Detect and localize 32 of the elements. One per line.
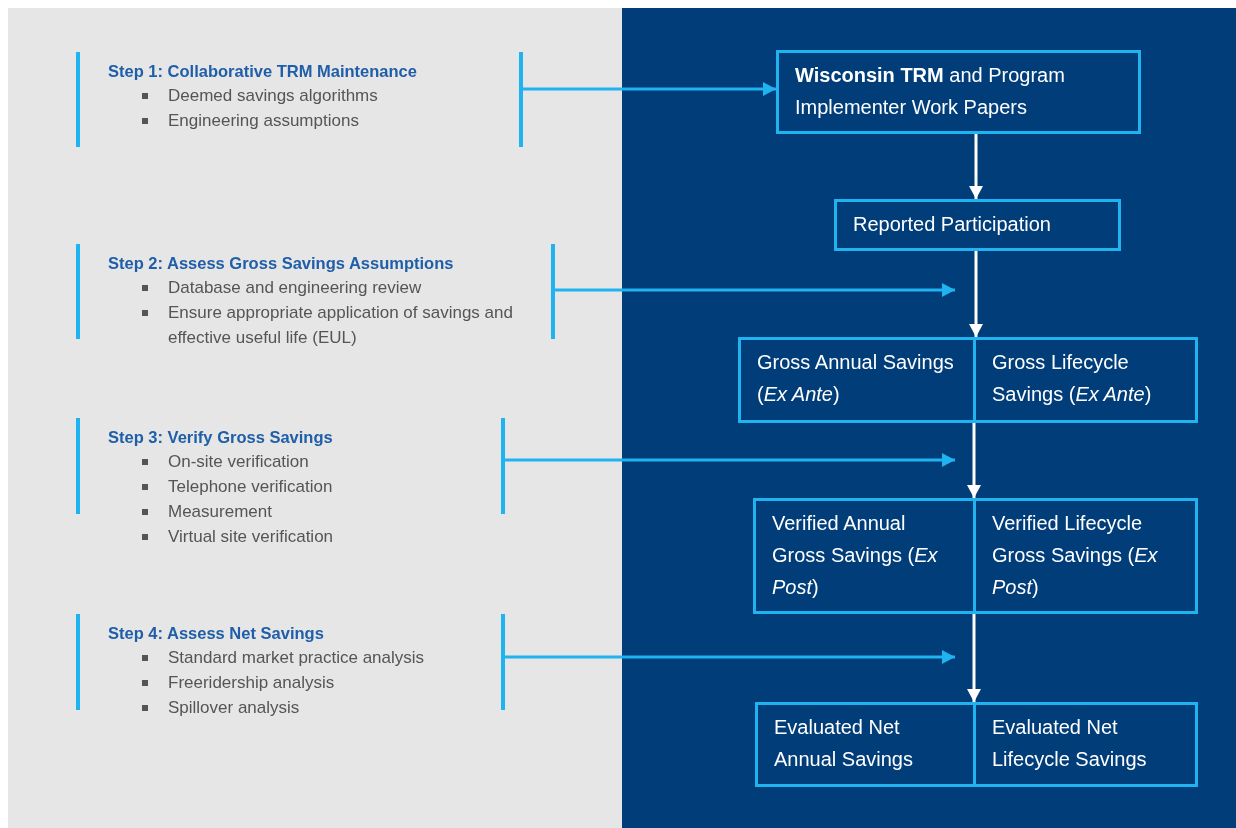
step-heading: Step 1: Collaborative TRM Maintenance	[108, 62, 417, 81]
bullet-text: On-site verification	[168, 451, 309, 473]
flow-box: Reported Participation	[834, 199, 1121, 251]
bullet-text: Engineering assumptions	[168, 110, 359, 132]
bullet-text: Ensure appropriate application of savings and effective useful life (EUL)	[168, 302, 514, 349]
bullet-text: Deemed savings algorithms	[168, 85, 378, 107]
flow-box: Evaluated Net Lifecycle Savings	[976, 702, 1198, 787]
arrow	[555, 283, 955, 297]
bullet-text: Telephone verification	[168, 476, 333, 498]
flow-box: Wisconsin TRM and Program Implementer Work Papers	[776, 50, 1141, 134]
step-heading: Step 3: Verify Gross Savings	[108, 428, 333, 447]
bullet-text: Standard market practice analysis	[168, 647, 425, 669]
step-heading: Step 2: Assess Gross Savings Assumptions	[108, 254, 454, 273]
flow-box: Gross Lifecycle Savings (Ex Ante)	[976, 337, 1198, 423]
arrow	[967, 423, 981, 498]
arrow	[505, 650, 955, 664]
arrow	[967, 614, 981, 702]
flow-box: Verified Lifecycle Gross Savings (Ex Post)	[976, 498, 1198, 614]
flow-box: Evaluated Net Annual Savings	[755, 702, 976, 787]
bracketed-step	[76, 52, 523, 147]
arrow	[523, 82, 776, 96]
bullet-text: Virtual site verification	[168, 526, 334, 548]
arrow	[969, 134, 983, 199]
arrow	[969, 251, 983, 337]
bullet-text: Database and engineering review	[168, 277, 422, 299]
flow-box: Gross Annual Savings (Ex Ante)	[738, 337, 976, 423]
bullet-text: Spillover analysis	[168, 697, 300, 719]
step-heading: Step 4: Assess Net Savings	[108, 624, 324, 643]
arrow	[505, 453, 955, 467]
flow-box: Verified Annual Gross Savings (Ex Post)	[753, 498, 976, 614]
bullet-text: Freeridership analysis	[168, 672, 335, 694]
bullet-text: Measurement	[168, 501, 272, 523]
